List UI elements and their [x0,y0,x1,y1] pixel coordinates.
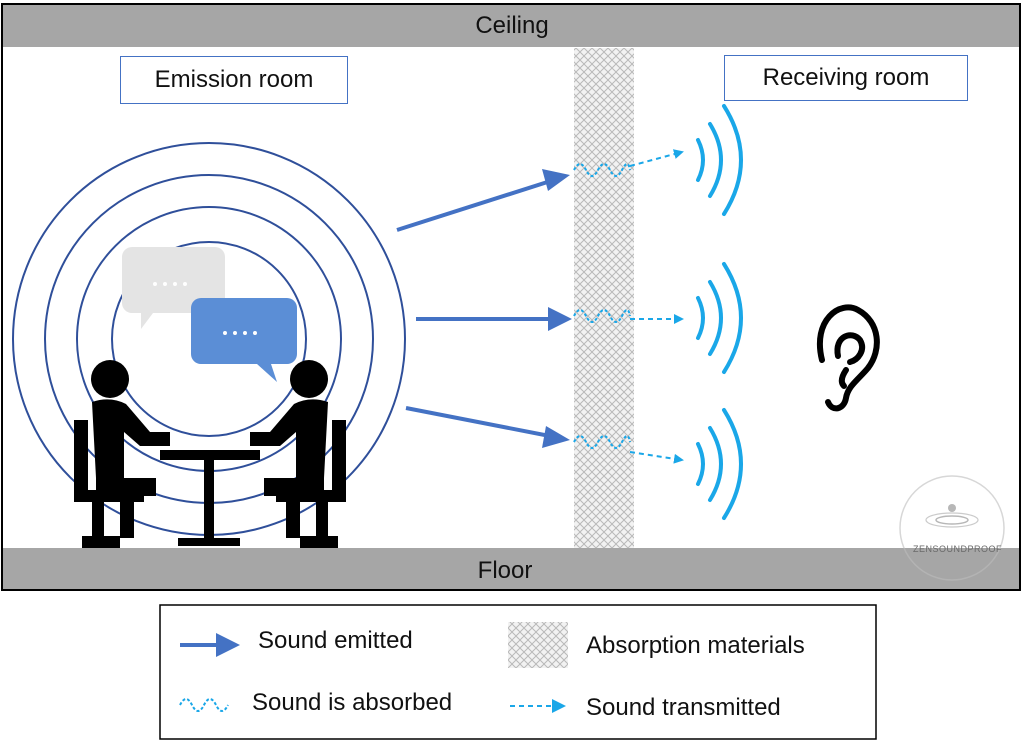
emitted-arrows [396,175,564,442]
ceiling-band [3,5,1019,47]
table-icon [160,450,260,460]
legend-emitted-label: Sound emitted [258,627,413,654]
sound-wave-icon [696,408,743,520]
legend-transmitted-label: Sound transmitted [586,694,781,721]
person-icon [290,360,328,398]
floor-band [3,548,1019,589]
watermark-text: ZENSOUNDPROOF [913,544,1003,554]
emitted-arrowheads [542,169,572,448]
emission-room-label: Emission room [120,56,348,104]
absorbed-waves [573,163,631,449]
people-at-table [74,360,346,548]
ceiling-label: Ceiling [475,12,549,39]
watermark-logo [899,475,1005,581]
receiving-room-label: Receiving room [724,55,968,101]
sound-wave-icon [696,262,743,374]
legend-absorbed-label: Sound is absorbed [252,689,453,716]
ear-icon [817,304,880,412]
absorption-wall [574,48,634,548]
person-icon [91,360,129,398]
chair-icon [276,420,346,548]
chair-icon [74,420,144,548]
sound-wave-icon [696,104,743,216]
floor-label: Floor [477,557,533,584]
legend-absorbed-swatch [179,698,229,712]
legend-materials-label: Absorption materials [586,632,805,659]
speech-bubble-icon [191,298,297,382]
legend-materials-swatch [508,622,568,668]
